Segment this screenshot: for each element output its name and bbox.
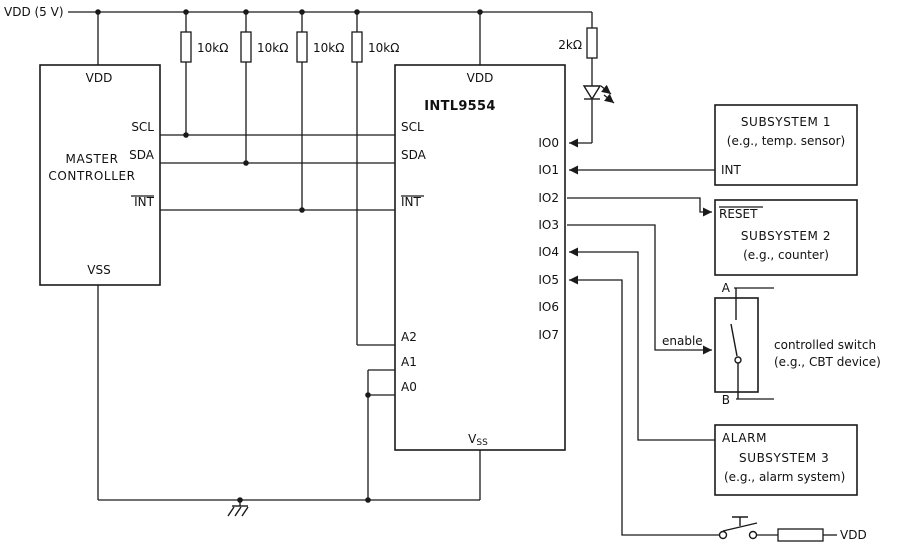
resistor-r4-value: 10kΩ: [368, 41, 399, 55]
expander-pin-a2: A2: [401, 330, 417, 344]
resistor-led-value: 2kΩ: [558, 38, 582, 52]
resistor-r3-icon: [296, 31, 308, 63]
vdd-rail-label: VDD (5 V): [4, 5, 64, 19]
master-controller-box: [39, 64, 161, 286]
master-pin-scl: SCL: [131, 120, 154, 134]
resistor-r2-value: 10kΩ: [257, 41, 288, 55]
subsystem2-title: SUBSYSTEM 2: [741, 229, 831, 243]
expander-pin-vdd: VDD: [467, 71, 494, 85]
master-pin-int: INT: [134, 195, 155, 209]
expander-pin-a0: A0: [401, 380, 417, 394]
subsystem3-box: [714, 424, 858, 496]
subsystem2-pin-reset: RESET: [719, 207, 758, 221]
controlled-switch-icon: [730, 287, 774, 400]
expander-pin-io3: IO3: [538, 218, 559, 232]
io4-alarm-wire: [569, 247, 715, 441]
subsystem3-title-line2: SUBSYSTEM 3: [739, 451, 829, 465]
subsystem1-box: [714, 104, 858, 186]
led-icon: [582, 84, 615, 104]
master-name-line1: MASTER: [65, 152, 118, 166]
resistor-r1-value: 10kΩ: [197, 41, 228, 55]
junction-dots: [95, 9, 483, 503]
master-pin-vss: VSS: [87, 263, 110, 277]
expander-pin-scl: SCL: [401, 120, 424, 134]
switch-terminal-a: A: [722, 281, 731, 295]
master-pin-vdd: VDD: [86, 71, 113, 85]
expander-pin-io6: IO6: [538, 300, 559, 314]
master-pin-sda: SDA: [129, 148, 155, 162]
expander-pin-io7: IO7: [538, 328, 559, 342]
expander-pin-io0: IO0: [538, 136, 559, 150]
io-expander-box: [394, 64, 566, 451]
io2-reset-wire: [567, 197, 712, 217]
expander-pin-int: INT: [401, 195, 422, 209]
switch-terminal-b: B: [722, 393, 730, 407]
subsystem2-box: [714, 199, 858, 276]
subsystem1-title: SUBSYSTEM 1: [741, 115, 831, 129]
expander-name: INTL9554: [424, 99, 495, 114]
resistor-led-icon: [586, 27, 598, 59]
ground-icon: [227, 505, 249, 517]
pushbutton-vdd-label: VDD: [840, 528, 867, 542]
resistor-r2-icon: [240, 31, 252, 63]
switch-caption-line1: controlled switch: [774, 338, 876, 352]
wire-net: [68, 11, 593, 506]
subsystem1-pin-int: INT: [721, 163, 742, 177]
enable-label: enable: [662, 334, 703, 348]
signal-wires: [567, 138, 719, 536]
expander-pin-io4: IO4: [538, 245, 559, 259]
subsystem2-subtitle: (e.g., counter): [743, 248, 829, 262]
expander-pin-io5: IO5: [538, 273, 559, 287]
expander-pin-a1: A1: [401, 355, 417, 369]
subsystem1-subtitle: (e.g., temp. sensor): [727, 134, 845, 148]
resistor-r4-icon: [351, 31, 363, 63]
pushbutton-icon: [718, 516, 758, 540]
subsystem3-subtitle: (e.g., alarm system): [724, 470, 845, 484]
io3-enable-wire: [567, 224, 712, 355]
expander-pin-io1: IO1: [538, 163, 559, 177]
expander-pin-vss: VSS: [468, 432, 488, 448]
pushbutton-resistor-icon: [777, 528, 824, 542]
resistor-r1-icon: [180, 31, 192, 63]
expander-pin-sda: SDA: [401, 148, 427, 162]
io5-button-wire: [569, 275, 719, 536]
expander-pin-io2: IO2: [538, 191, 559, 205]
resistor-r3-value: 10kΩ: [313, 41, 344, 55]
master-name-line2: CONTROLLER: [48, 169, 135, 183]
switch-caption-line2: (e.g., CBT device): [774, 355, 881, 369]
subsystem3-title-line1: ALARM: [722, 431, 767, 445]
